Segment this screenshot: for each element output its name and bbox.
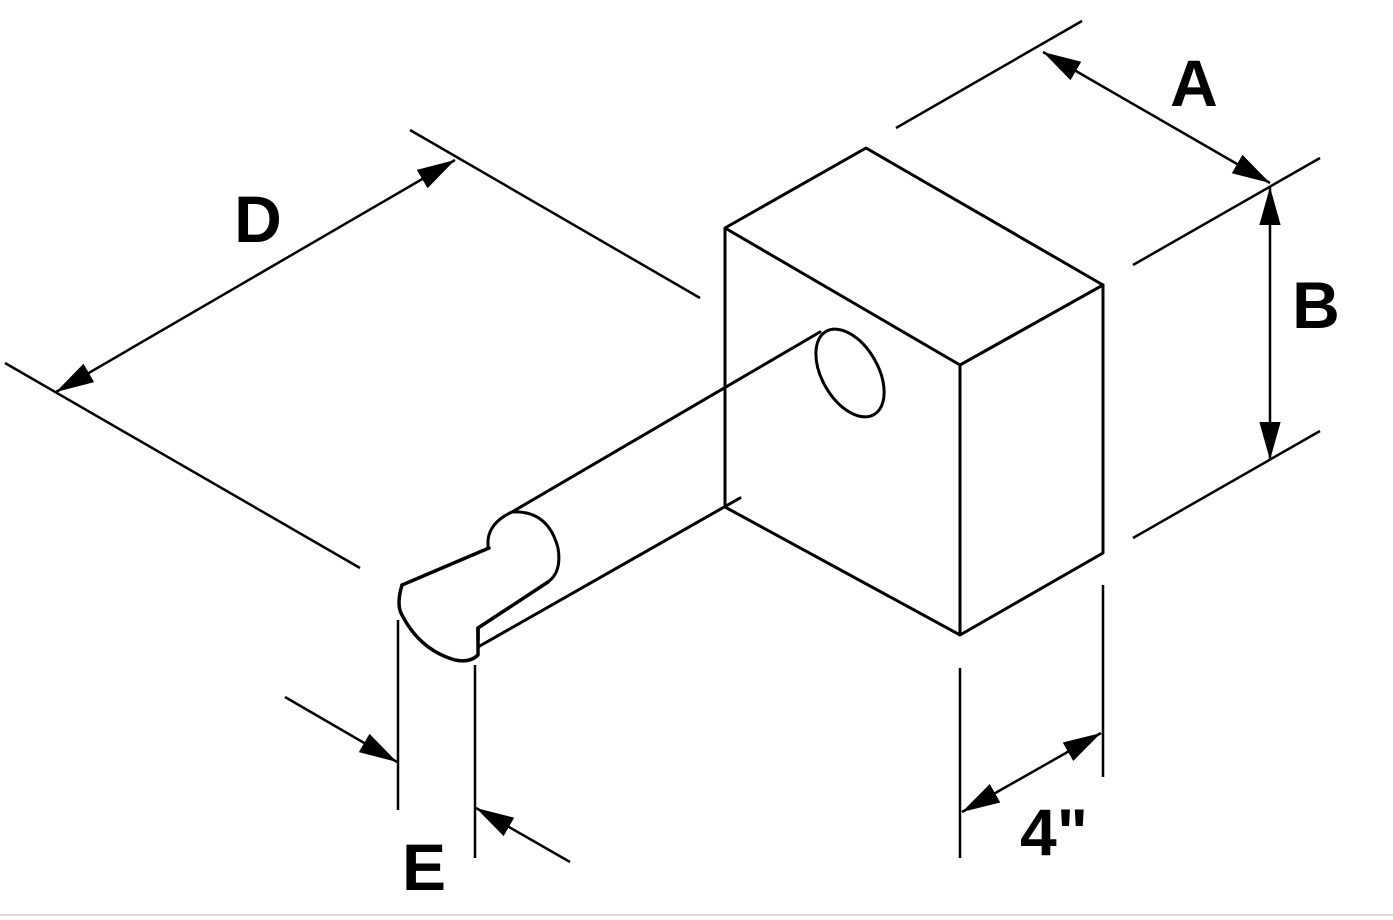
dim-a-label: A	[1170, 46, 1218, 120]
shaft-bottom-edge	[476, 496, 742, 649]
dim-width-label: 4"	[1020, 795, 1088, 869]
dimension-b	[1132, 187, 1321, 540]
block	[723, 146, 1105, 637]
shaft-end-ellipse	[814, 327, 886, 419]
shaft-inner-arc	[510, 510, 561, 584]
block-top-face	[723, 146, 1105, 367]
shaft-top-edge	[510, 330, 822, 514]
dim-e-label: E	[402, 830, 446, 904]
dimension-width	[958, 585, 1105, 858]
dim-e-arrow-line-left	[284, 695, 398, 764]
dim-b-label: B	[1292, 268, 1340, 342]
key-flat-bottom	[476, 580, 550, 630]
dimension-d	[4, 128, 701, 570]
dim-e-arrow-line-right	[475, 806, 571, 864]
dim-d-arrow-line	[55, 158, 456, 394]
shaft-end-curve	[397, 583, 480, 663]
block-front-face	[958, 283, 1105, 637]
dim-d-label: D	[234, 182, 282, 256]
dimension-a	[895, 19, 1321, 267]
shaft	[476, 327, 886, 649]
dim-d-extension-upper	[409, 128, 701, 300]
block-left-face	[723, 228, 961, 637]
dim-d-extension-lower	[4, 361, 361, 570]
key-flat-top	[400, 546, 491, 587]
dimension-e	[284, 620, 571, 864]
dim-a-extension-upper	[895, 19, 1083, 130]
dim-a-arrow-line	[1042, 50, 1271, 185]
dim-a-extension-lower	[1132, 156, 1321, 267]
dim-b-extension-lower	[1132, 429, 1321, 540]
shaft-keyed-end	[397, 546, 550, 663]
dim-width-arrow-line	[961, 731, 1102, 814]
shaft-step-arc	[486, 510, 514, 550]
